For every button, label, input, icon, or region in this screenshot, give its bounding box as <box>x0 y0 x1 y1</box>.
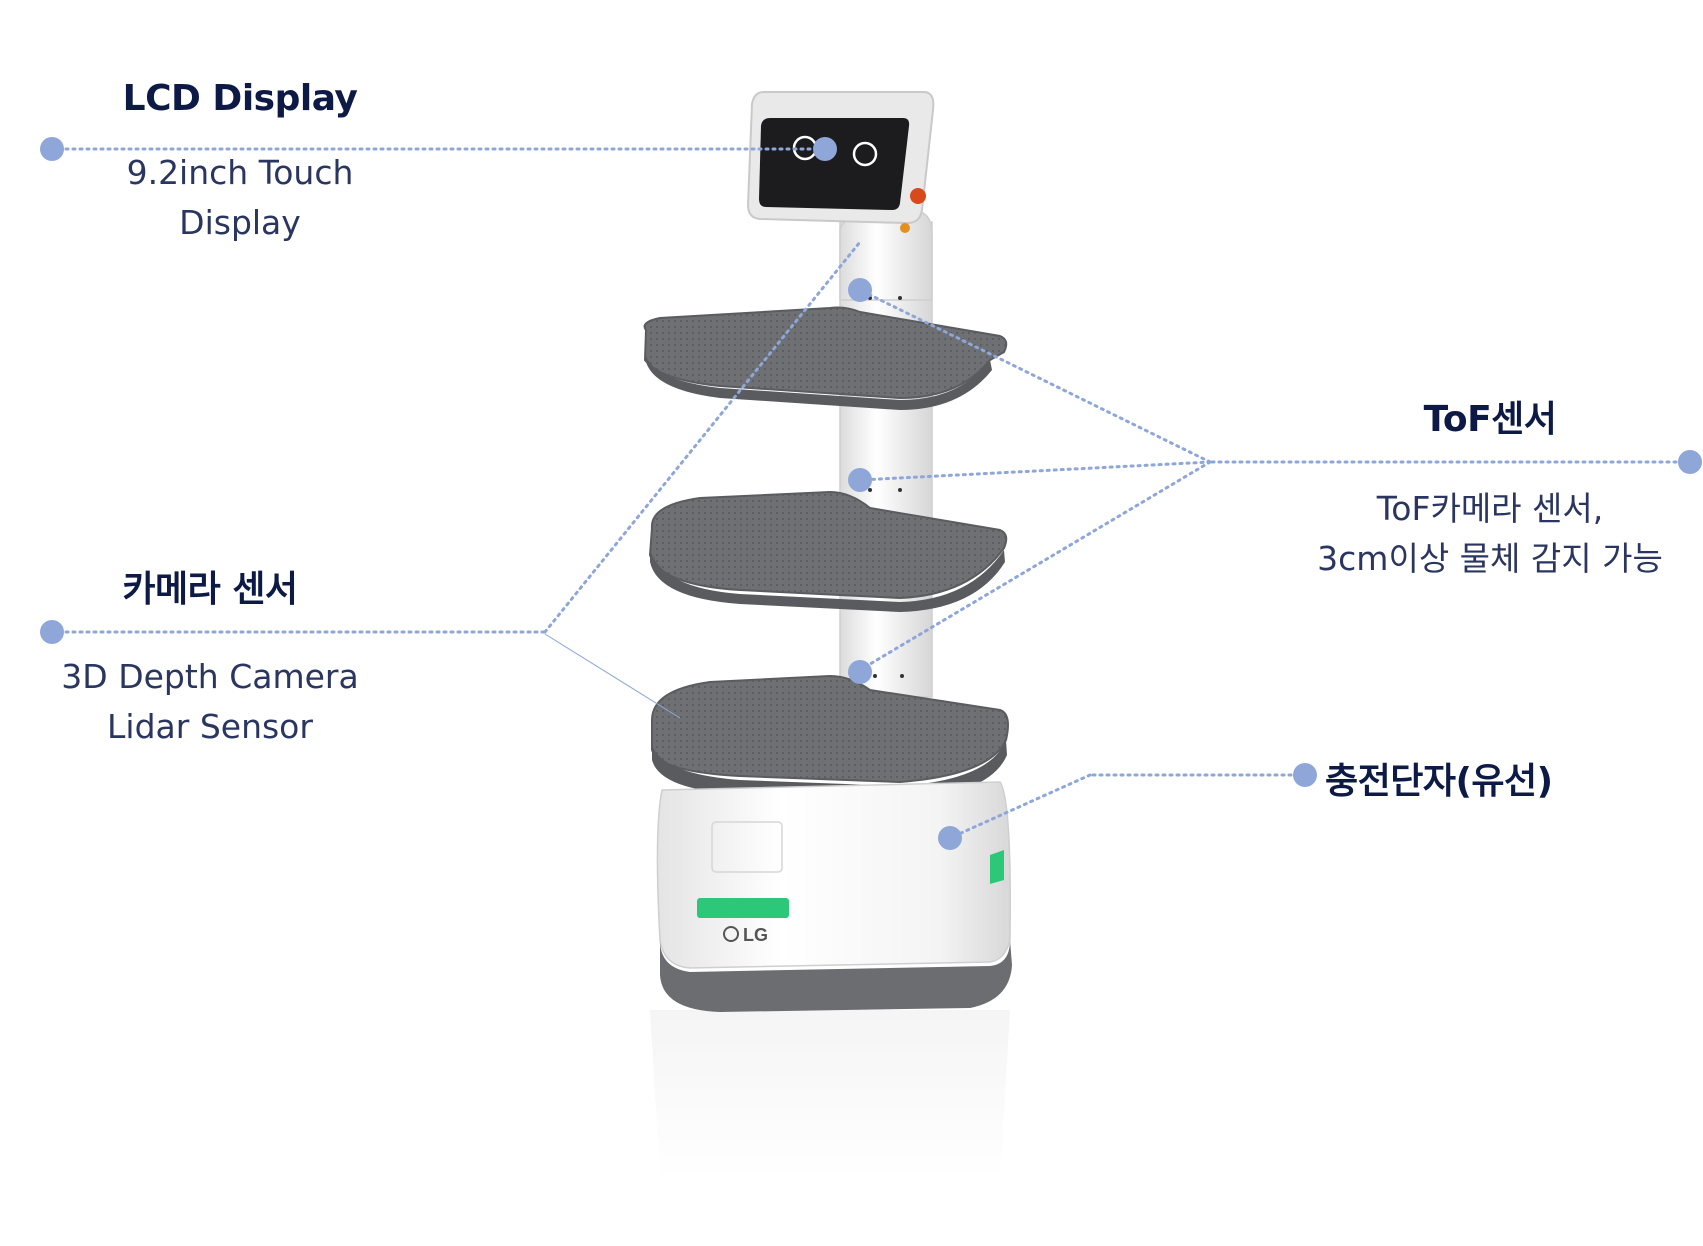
floor-reflection <box>650 1010 1010 1180</box>
lcd-description: 9.2inch Touch Display <box>90 148 390 248</box>
lcd-head <box>746 91 935 233</box>
leader-lines <box>50 147 1692 840</box>
camera-title: 카메라 센서 <box>122 569 298 610</box>
tof-dot-right <box>1678 450 1702 474</box>
leader-dots <box>40 137 1702 850</box>
tof-dot-2 <box>848 468 872 492</box>
camera-desc-line-2: Lidar Sensor <box>107 707 313 746</box>
camera-dot-left <box>40 620 64 644</box>
tray-top <box>643 306 1008 410</box>
tray-bottom <box>651 674 1009 800</box>
tof-dot-1 <box>848 278 872 302</box>
tof-dot-3 <box>848 660 872 684</box>
tof-desc-line-2: 3cm이상 물체 감지 가능 <box>1317 539 1663 578</box>
charging-port <box>990 850 1004 884</box>
charging-title: 충전단자(유선) <box>1325 761 1553 802</box>
lcd-title: LCD Display <box>122 78 358 119</box>
eye-right-icon <box>852 141 878 167</box>
camera-desc-line-1: 3D Depth Camera <box>61 657 359 696</box>
tof-description: ToF카메라 센서, 3cm이상 물체 감지 가능 <box>1270 484 1703 584</box>
base-bumper <box>660 940 1012 1012</box>
lcd-desc-line-1: 9.2inch Touch <box>126 153 354 192</box>
lcd-dot-left <box>40 137 64 161</box>
lcd-desc-line-2: Display <box>179 203 301 242</box>
lcd-dot-right <box>813 137 837 161</box>
robot-pole <box>839 221 933 698</box>
camera-description: 3D Depth Camera Lidar Sensor <box>40 652 380 752</box>
lg-logo-icon <box>723 926 739 942</box>
emergency-button-icon <box>910 188 926 204</box>
status-light <box>697 898 789 918</box>
charging-dot-left <box>938 826 962 850</box>
robot-logo: LG <box>743 925 768 945</box>
tof-desc-line-1: ToF카메라 센서, <box>1376 489 1604 528</box>
robot-base: LG <box>656 781 1012 1012</box>
camera-thin-line <box>544 633 681 719</box>
tof-title: ToF센서 <box>1423 399 1557 440</box>
tray-middle <box>648 490 1008 612</box>
charging-dot-right <box>1293 763 1317 787</box>
